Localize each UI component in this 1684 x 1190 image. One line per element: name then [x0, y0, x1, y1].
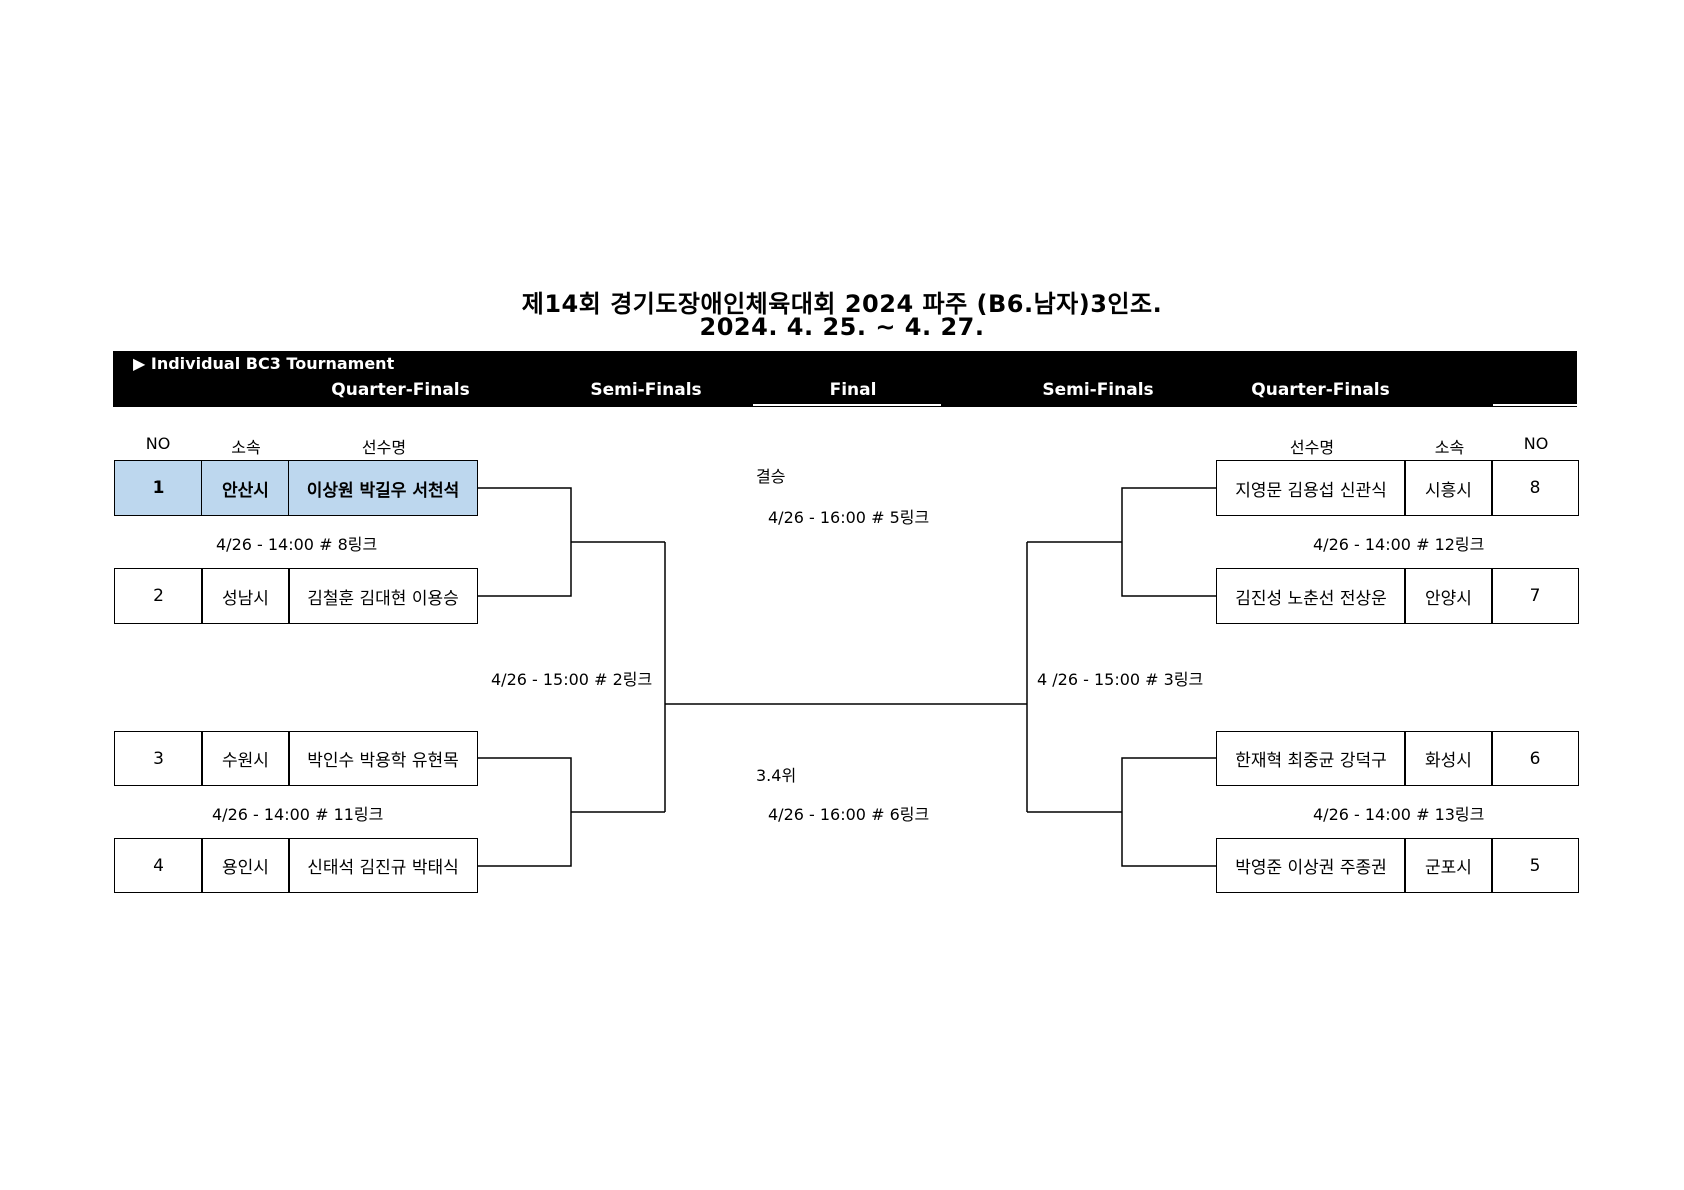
connector-qf-right-top — [1121, 487, 1216, 597]
match-info-qf-right-bottom: 4/26 - 14:00 # 13링크 — [1313, 805, 1485, 824]
team-affiliation: 군포시 — [1404, 838, 1493, 893]
col-header-no-right: NO — [1523, 434, 1549, 453]
match-info-final: 4/26 - 16:00 # 5링크 — [768, 508, 930, 527]
team-players: 박인수 박용학 유현목 — [288, 731, 478, 786]
match-info-sf-right: 4 /26 - 15:00 # 3링크 — [1037, 670, 1204, 689]
match-info-qf-left-top: 4/26 - 14:00 # 8링크 — [216, 535, 378, 554]
team-no: 7 — [1491, 568, 1579, 624]
col-header-no-left: NO — [145, 434, 171, 453]
match-info-third-place: 4/26 - 16:00 # 6링크 — [768, 805, 930, 824]
team-affiliation: 안양시 — [1404, 568, 1493, 624]
tournament-title: 제14회 경기도장애인체육대회 2024 파주 (B6.남자)3인조. — [521, 290, 1163, 318]
team-no: 3 — [114, 731, 203, 786]
team-no: 8 — [1491, 460, 1579, 516]
round-label-final: Final — [829, 380, 877, 400]
team-affiliation: 성남시 — [201, 568, 290, 624]
right-underline — [1493, 404, 1577, 406]
team-no: 4 — [114, 838, 203, 893]
team-players: 지영문 김용섭 신관식 — [1216, 460, 1406, 516]
connector-qf-right-bottom — [1121, 757, 1216, 867]
match-info-qf-right-top: 4/26 - 14:00 # 12링크 — [1313, 535, 1485, 554]
round-label-qf-left: Quarter-Finals — [331, 380, 470, 400]
team-players: 김진성 노춘선 전상운 — [1216, 568, 1406, 624]
team-affiliation: 용인시 — [201, 838, 290, 893]
team-no: 6 — [1491, 731, 1579, 786]
team-players: 한재혁 최중균 강덕구 — [1216, 731, 1406, 786]
team-affiliation: 수원시 — [201, 731, 290, 786]
col-header-affiliation-left: 소속 — [231, 438, 261, 457]
third-place-label: 3.4위 — [756, 766, 797, 785]
col-header-players-left: 선수명 — [361, 438, 407, 457]
team-players: 박영준 이상권 주종권 — [1216, 838, 1406, 893]
team-affiliation: 시흥시 — [1404, 460, 1493, 516]
banner-subtitle: ▶ Individual BC3 Tournament — [133, 354, 395, 373]
col-header-players-right: 선수명 — [1289, 438, 1335, 457]
round-label-qf-right: Quarter-Finals — [1251, 380, 1390, 400]
round-label-sf-right: Semi-Finals — [1042, 380, 1154, 400]
connector-qf-left-top — [478, 487, 572, 597]
team-players: 신태석 김진규 박태식 — [288, 838, 478, 893]
rounds-banner: ▶ Individual BC3 Tournament Quarter-Fina… — [113, 351, 1577, 407]
match-info-sf-left: 4/26 - 15:00 # 2링크 — [491, 670, 653, 689]
team-no: 1 — [114, 460, 203, 516]
final-underline — [753, 404, 941, 406]
team-no: 2 — [114, 568, 203, 624]
match-info-qf-left-bottom: 4/26 - 14:00 # 11링크 — [212, 805, 384, 824]
team-affiliation: 화성시 — [1404, 731, 1493, 786]
col-header-affiliation-right: 소속 — [1434, 438, 1465, 457]
team-players: 김철훈 김대현 이용승 — [288, 568, 478, 624]
round-label-sf-left: Semi-Finals — [590, 380, 702, 400]
team-no: 5 — [1491, 838, 1579, 893]
connector-qf-left-bottom — [478, 757, 572, 867]
tournament-dates: 2024. 4. 25. ~ 4. 27. — [699, 313, 985, 341]
final-label: 결승 — [756, 467, 786, 486]
team-players: 이상원 박길우 서천석 — [288, 460, 478, 516]
